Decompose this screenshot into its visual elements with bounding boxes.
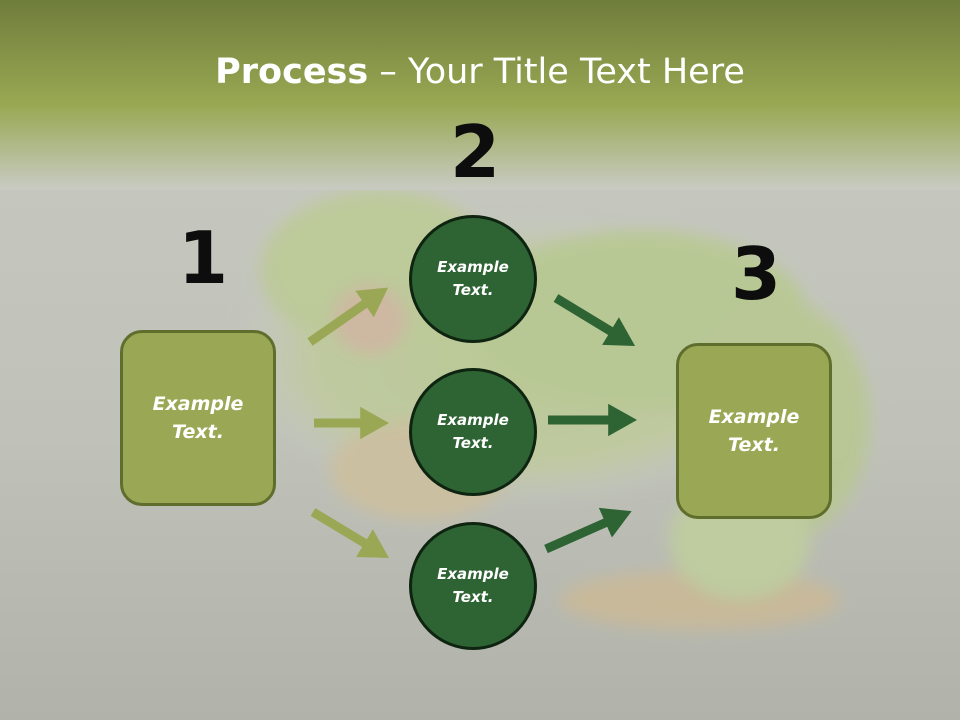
circle-3-text-line1: Example xyxy=(437,564,509,583)
title-rest: – Your Title Text Here xyxy=(368,52,745,92)
step-3-text-line1: Example xyxy=(708,405,800,428)
step-3-text-line2: Text. xyxy=(728,434,780,456)
arrow-to-circle-3 xyxy=(310,508,390,558)
arrow-from-circle-1 xyxy=(553,294,636,347)
step-1-text-line1: Example xyxy=(152,392,244,415)
circle-3-text-line2: Text. xyxy=(452,588,494,606)
title-bold: Process xyxy=(215,52,369,92)
circle-2-text-line2: Text. xyxy=(452,434,494,452)
arrow-from-circle-3 xyxy=(544,507,632,554)
step-number-1: 1 xyxy=(178,216,229,300)
circle-1-text-line2: Text. xyxy=(452,281,494,299)
step-number-3: 3 xyxy=(731,232,782,316)
step-number-2: 2 xyxy=(450,110,501,194)
circle-2-text-line1: Example xyxy=(437,410,509,429)
slide-title: Process – Your Title Text Here xyxy=(0,52,960,92)
arrow-to-circle-1 xyxy=(307,287,389,346)
step-1-text-line2: Text. xyxy=(172,421,224,443)
circle-1-text-line1: Example xyxy=(437,257,509,276)
